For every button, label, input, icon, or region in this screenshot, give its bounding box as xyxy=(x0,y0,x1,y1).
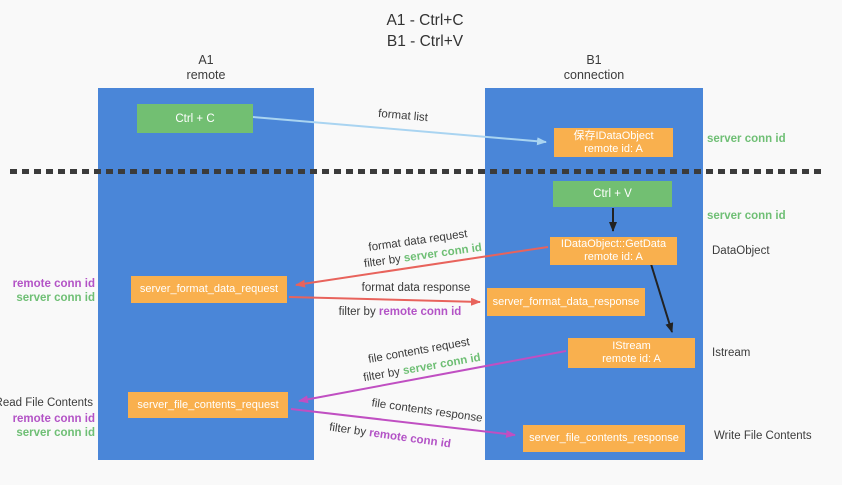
file-contents-response-filter-label: filter by remote conn id xyxy=(320,420,460,451)
lifeline-a1-header: A1 remote xyxy=(98,53,314,83)
istream-line2: remote id: A xyxy=(602,353,661,365)
file-conn-id-annotations: remote conn id server conn id xyxy=(13,412,95,440)
filter-by-prefix: filter by xyxy=(362,365,405,385)
save-idataobject-line1: 保存IDataObject xyxy=(573,129,654,142)
ctrl-v-box: Ctrl + V xyxy=(553,181,672,207)
format-data-response-arrow xyxy=(288,296,481,306)
read-file-contents-annotation: Read File Contents xyxy=(0,397,93,409)
server-conn-id-annotation-top: server conn id xyxy=(707,133,786,145)
istream-box: IStream remote id: A xyxy=(568,338,695,368)
istream-annotation: Istream xyxy=(712,347,751,359)
format-data-response-filter-label: filter by remote conn id xyxy=(330,306,470,318)
server-format-data-response-box: server_format_data_response xyxy=(487,288,645,316)
getdata-line1: IDataObject::GetData xyxy=(560,238,667,250)
remote-conn-id-annotation: remote conn id xyxy=(12,278,95,290)
lifeline-b1-subtitle: connection xyxy=(563,68,625,82)
lifeline-b1-name: B1 xyxy=(586,53,602,67)
lifeline-b1-header: B1 connection xyxy=(485,53,703,83)
lifeline-a1-name: A1 xyxy=(198,53,214,67)
remote-conn-id-annotation: remote conn id xyxy=(12,413,95,425)
idataobject-getdata-box: IDataObject::GetData remote id: A xyxy=(550,237,677,265)
filter-by-prefix: filter by xyxy=(363,252,405,271)
server-file-contents-response-box: server_file_contents_response xyxy=(523,425,685,452)
format-data-response-label: format data response xyxy=(361,282,471,294)
session-separator-line xyxy=(10,169,824,174)
write-file-contents-annotation: Write File Contents xyxy=(714,430,812,442)
save-idataobject-line2: remote id: A xyxy=(584,142,643,155)
title-line-1: A1 - Ctrl+C xyxy=(386,12,464,29)
server-format-data-request-box: server_format_data_request xyxy=(131,276,287,303)
remote-conn-id-key: remote conn id xyxy=(378,306,462,318)
file-contents-response-label: file contents response xyxy=(370,397,484,425)
istream-line1: IStream xyxy=(612,340,651,352)
server-conn-id-annotation-mid: server conn id xyxy=(707,210,786,222)
title-line-2: B1 - Ctrl+V xyxy=(386,33,464,50)
format-list-label: format list xyxy=(377,107,429,125)
server-conn-id-annotation: server conn id xyxy=(16,292,95,304)
ctrl-v-label: Ctrl + V xyxy=(593,188,632,200)
server-conn-id-annotation: server conn id xyxy=(16,427,95,439)
remote-conn-id-key: remote conn id xyxy=(368,427,452,451)
server-file-contents-request-label: server_file_contents_request xyxy=(137,398,279,411)
ctrl-c-box: Ctrl + C xyxy=(137,104,253,133)
filter-by-prefix: filter by xyxy=(338,306,379,318)
lifeline-a1-subtitle: remote xyxy=(186,68,226,82)
diagram-title: A1 - Ctrl+C B1 - Ctrl+V xyxy=(330,10,520,52)
filter-by-prefix: filter by xyxy=(328,421,370,440)
format-conn-id-annotations: remote conn id server conn id xyxy=(13,277,95,305)
server-format-data-request-label: server_format_data_request xyxy=(139,283,279,295)
getdata-line2: remote id: A xyxy=(584,251,643,263)
server-file-contents-request-box: server_file_contents_request xyxy=(128,392,288,418)
ctrl-c-label: Ctrl + C xyxy=(175,112,215,125)
server-file-contents-response-label: server_file_contents_response xyxy=(529,432,679,444)
save-idataobject-box: 保存IDataObject remote id: A xyxy=(554,128,673,157)
dataobject-annotation: DataObject xyxy=(712,245,770,257)
server-format-data-response-label: server_format_data_response xyxy=(492,295,640,308)
